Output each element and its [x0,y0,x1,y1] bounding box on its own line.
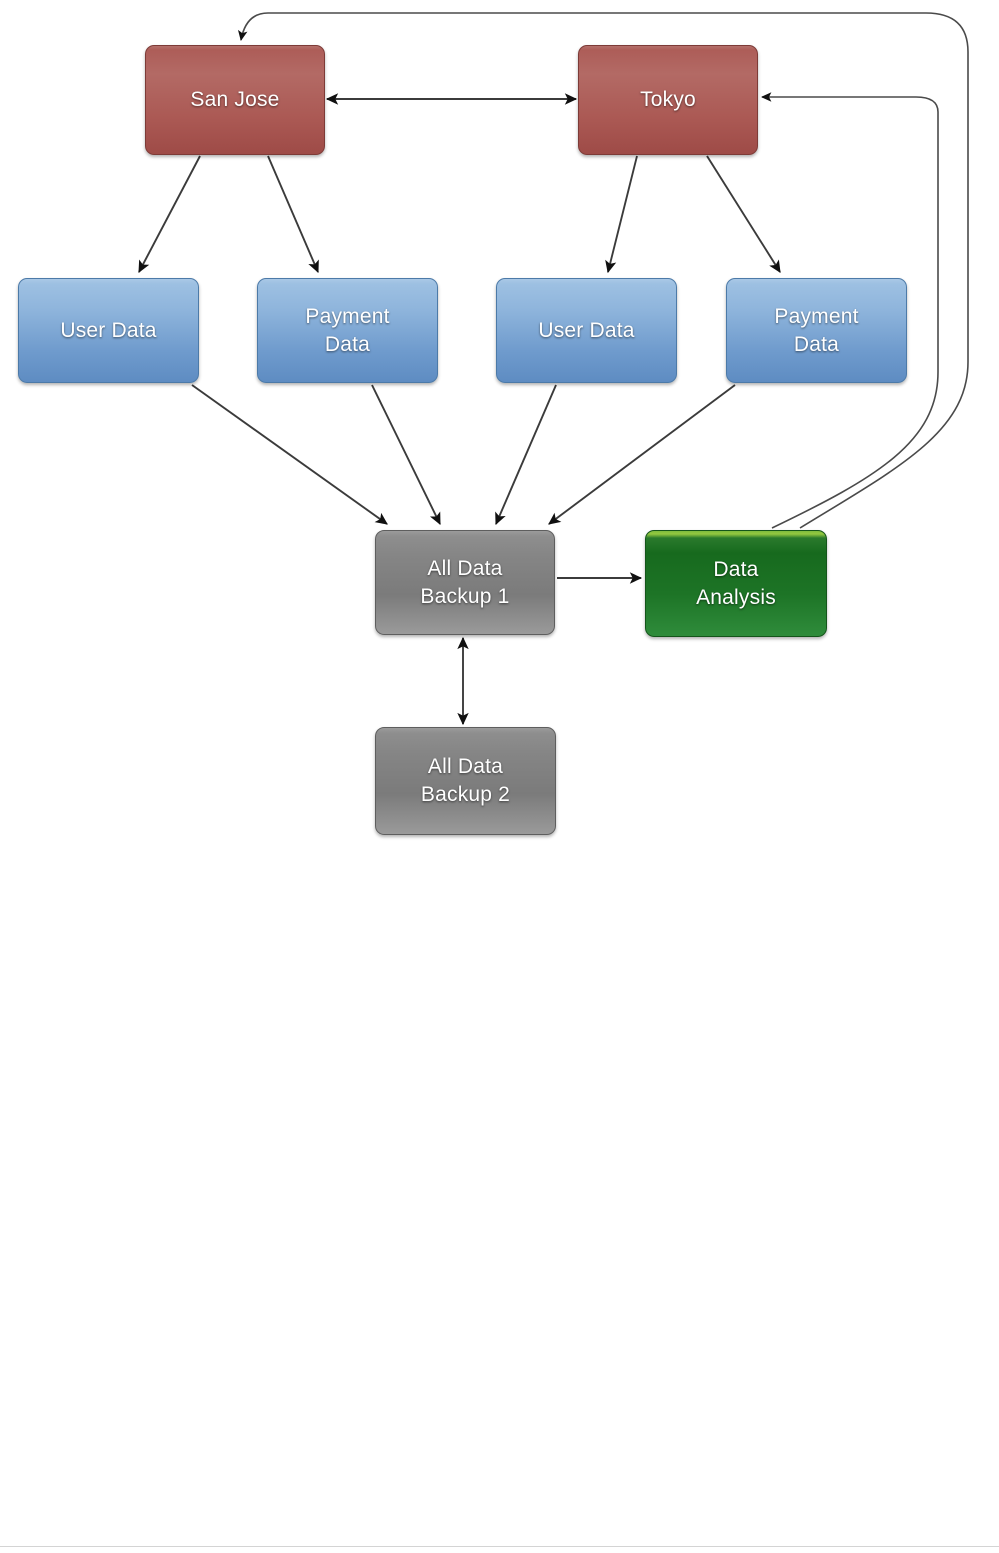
node-payment-data-tokyo-label: Payment Data [774,304,859,356]
node-tokyo-label: Tokyo [640,88,696,112]
node-user-data-san-jose[interactable]: User Data [18,278,199,383]
edge-payment-data-sj-to-backup-1 [371,384,441,526]
node-san-jose-label: San Jose [190,88,280,112]
node-user-data-tokyo-label: User Data [538,318,635,342]
node-user-data-san-jose-label: User Data [60,318,157,342]
node-user-data-tokyo[interactable]: User Data [496,278,677,383]
node-payment-data-san-jose-label: Payment Data [305,304,390,356]
node-data-analysis[interactable]: Data Analysis [645,530,827,637]
edge-user-data-sj-to-backup-1 [191,384,388,525]
node-payment-data-san-jose[interactable]: Payment Data [257,278,438,383]
edge-tokyo-to-payment-data [706,155,781,273]
node-payment-data-tokyo[interactable]: Payment Data [726,278,907,383]
node-all-data-backup-2[interactable]: All Data Backup 2 [375,727,556,835]
edge-tokyo-to-user-data [605,155,638,274]
node-data-analysis-label: Data Analysis [696,557,776,609]
edge-san-jose-to-user-data [138,155,201,274]
node-all-data-backup-1-label: All Data Backup 1 [420,556,510,608]
edge-payment-data-tokyo-to-backup-1 [548,384,736,525]
node-all-data-backup-1[interactable]: All Data Backup 1 [375,530,555,635]
edge-san-jose-to-payment-data [267,155,319,274]
page-bottom-rule [0,1546,999,1547]
node-san-jose[interactable]: San Jose [145,45,325,155]
node-all-data-backup-2-label: All Data Backup 2 [420,755,511,806]
node-tokyo[interactable]: Tokyo [578,45,758,155]
edge-user-data-tokyo-to-backup-1 [495,384,557,526]
